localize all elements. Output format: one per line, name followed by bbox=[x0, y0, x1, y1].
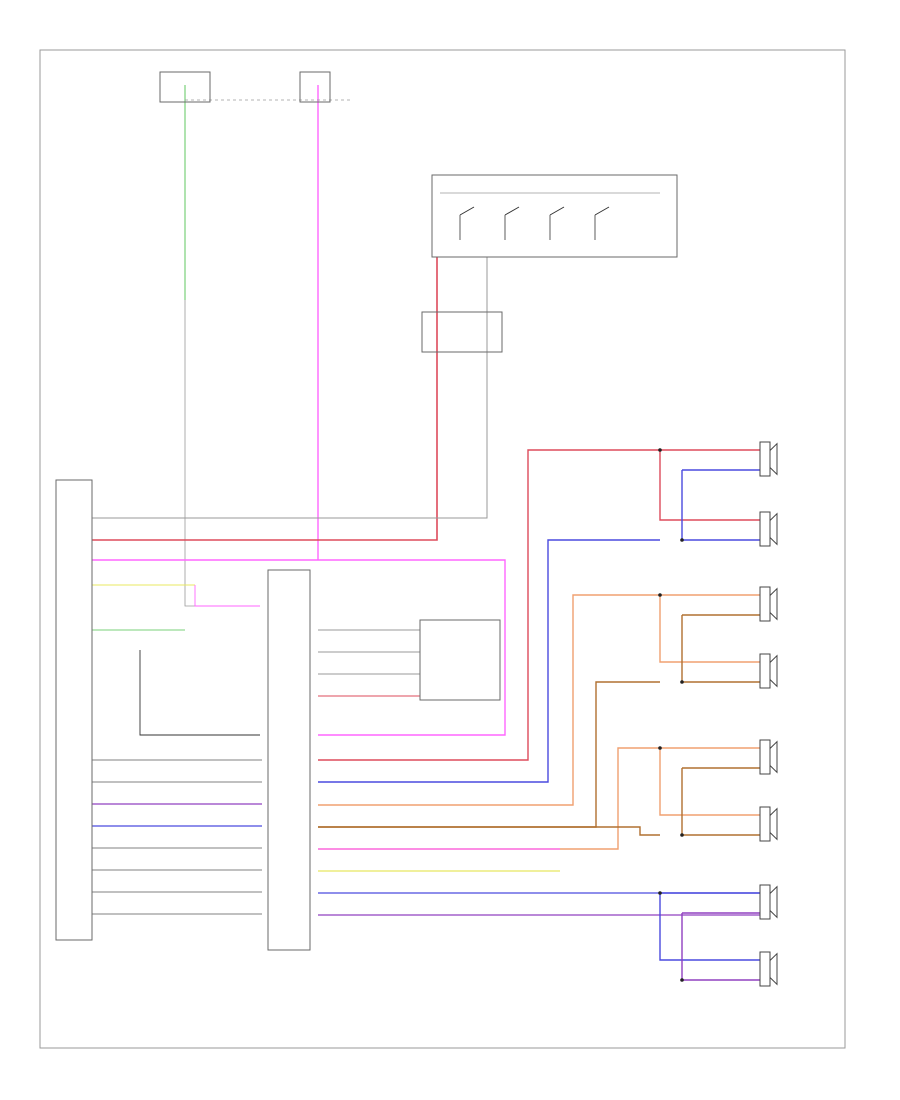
speaker-cone bbox=[769, 740, 778, 774]
left-front-speaker bbox=[759, 806, 778, 842]
speaker-cone bbox=[769, 952, 778, 986]
splice-dot bbox=[680, 978, 684, 982]
aux-module bbox=[419, 619, 501, 701]
diagram-frame bbox=[39, 49, 846, 1049]
speaker-cone bbox=[769, 587, 778, 621]
speaker-body bbox=[759, 653, 771, 689]
right-front-feed-b bbox=[681, 615, 760, 683]
components bbox=[55, 71, 778, 987]
switch-connector bbox=[421, 311, 503, 353]
audio-system-head-unit bbox=[55, 479, 93, 941]
left-rear-feed-b bbox=[681, 913, 760, 981]
right-front-feed-a bbox=[659, 595, 760, 663]
right-rear-tweeter bbox=[759, 441, 778, 477]
right-front-tweeter-orange bbox=[318, 594, 660, 806]
left-rear-feed-a bbox=[659, 893, 760, 961]
left-front-tweeter bbox=[759, 739, 778, 775]
speaker-cone bbox=[769, 807, 778, 841]
switch-contact bbox=[459, 206, 475, 216]
speaker-body bbox=[759, 511, 771, 547]
left-front-feed-b bbox=[681, 768, 760, 836]
speaker-cone bbox=[769, 512, 778, 546]
wires bbox=[92, 85, 760, 982]
splice-dot bbox=[680, 833, 684, 837]
switch-contact bbox=[594, 206, 610, 216]
left-rear-tweeter bbox=[759, 884, 778, 920]
right-rear-tweeter-blue bbox=[318, 539, 660, 783]
speaker-body bbox=[759, 739, 771, 775]
switch-red bbox=[92, 257, 438, 541]
splice-dot bbox=[680, 538, 684, 542]
bus-black-ground bbox=[139, 650, 260, 736]
right-rear-tweeter-red bbox=[318, 449, 660, 761]
splice-dot bbox=[658, 746, 662, 750]
speaker-body bbox=[759, 951, 771, 987]
left-front-tweeter-orange bbox=[318, 747, 660, 850]
bus-pink-2 bbox=[194, 585, 260, 607]
speaker-body bbox=[759, 586, 771, 622]
speaker-cone bbox=[769, 442, 778, 476]
left-rear-speaker bbox=[759, 951, 778, 987]
switch-gray bbox=[92, 257, 488, 519]
steering-wheel-switches bbox=[431, 174, 678, 258]
right-front-speaker bbox=[759, 653, 778, 689]
speaker-body bbox=[759, 806, 771, 842]
right-rear-feed-b bbox=[681, 470, 760, 541]
switch-contact bbox=[549, 206, 565, 216]
speaker-cone bbox=[769, 885, 778, 919]
amplifier-unit bbox=[267, 569, 311, 951]
switch-contact bbox=[504, 206, 520, 216]
right-front-tweeter bbox=[759, 586, 778, 622]
splice-dot bbox=[658, 593, 662, 597]
splice-dot bbox=[658, 891, 662, 895]
speaker-cone bbox=[769, 654, 778, 688]
bus-pink bbox=[92, 559, 506, 736]
left-front-tweeter-brown bbox=[318, 826, 660, 836]
right-rear-speaker bbox=[759, 511, 778, 547]
speaker-body bbox=[759, 441, 771, 477]
left-front-feed-a bbox=[659, 748, 760, 816]
right-rear-feed-a bbox=[659, 450, 760, 521]
fuse-1 bbox=[159, 71, 211, 103]
splice-dot bbox=[680, 680, 684, 684]
fuse-2 bbox=[299, 71, 331, 103]
fuse-1-feed-lower bbox=[184, 300, 195, 607]
splice-dot bbox=[658, 448, 662, 452]
speaker-body bbox=[759, 884, 771, 920]
